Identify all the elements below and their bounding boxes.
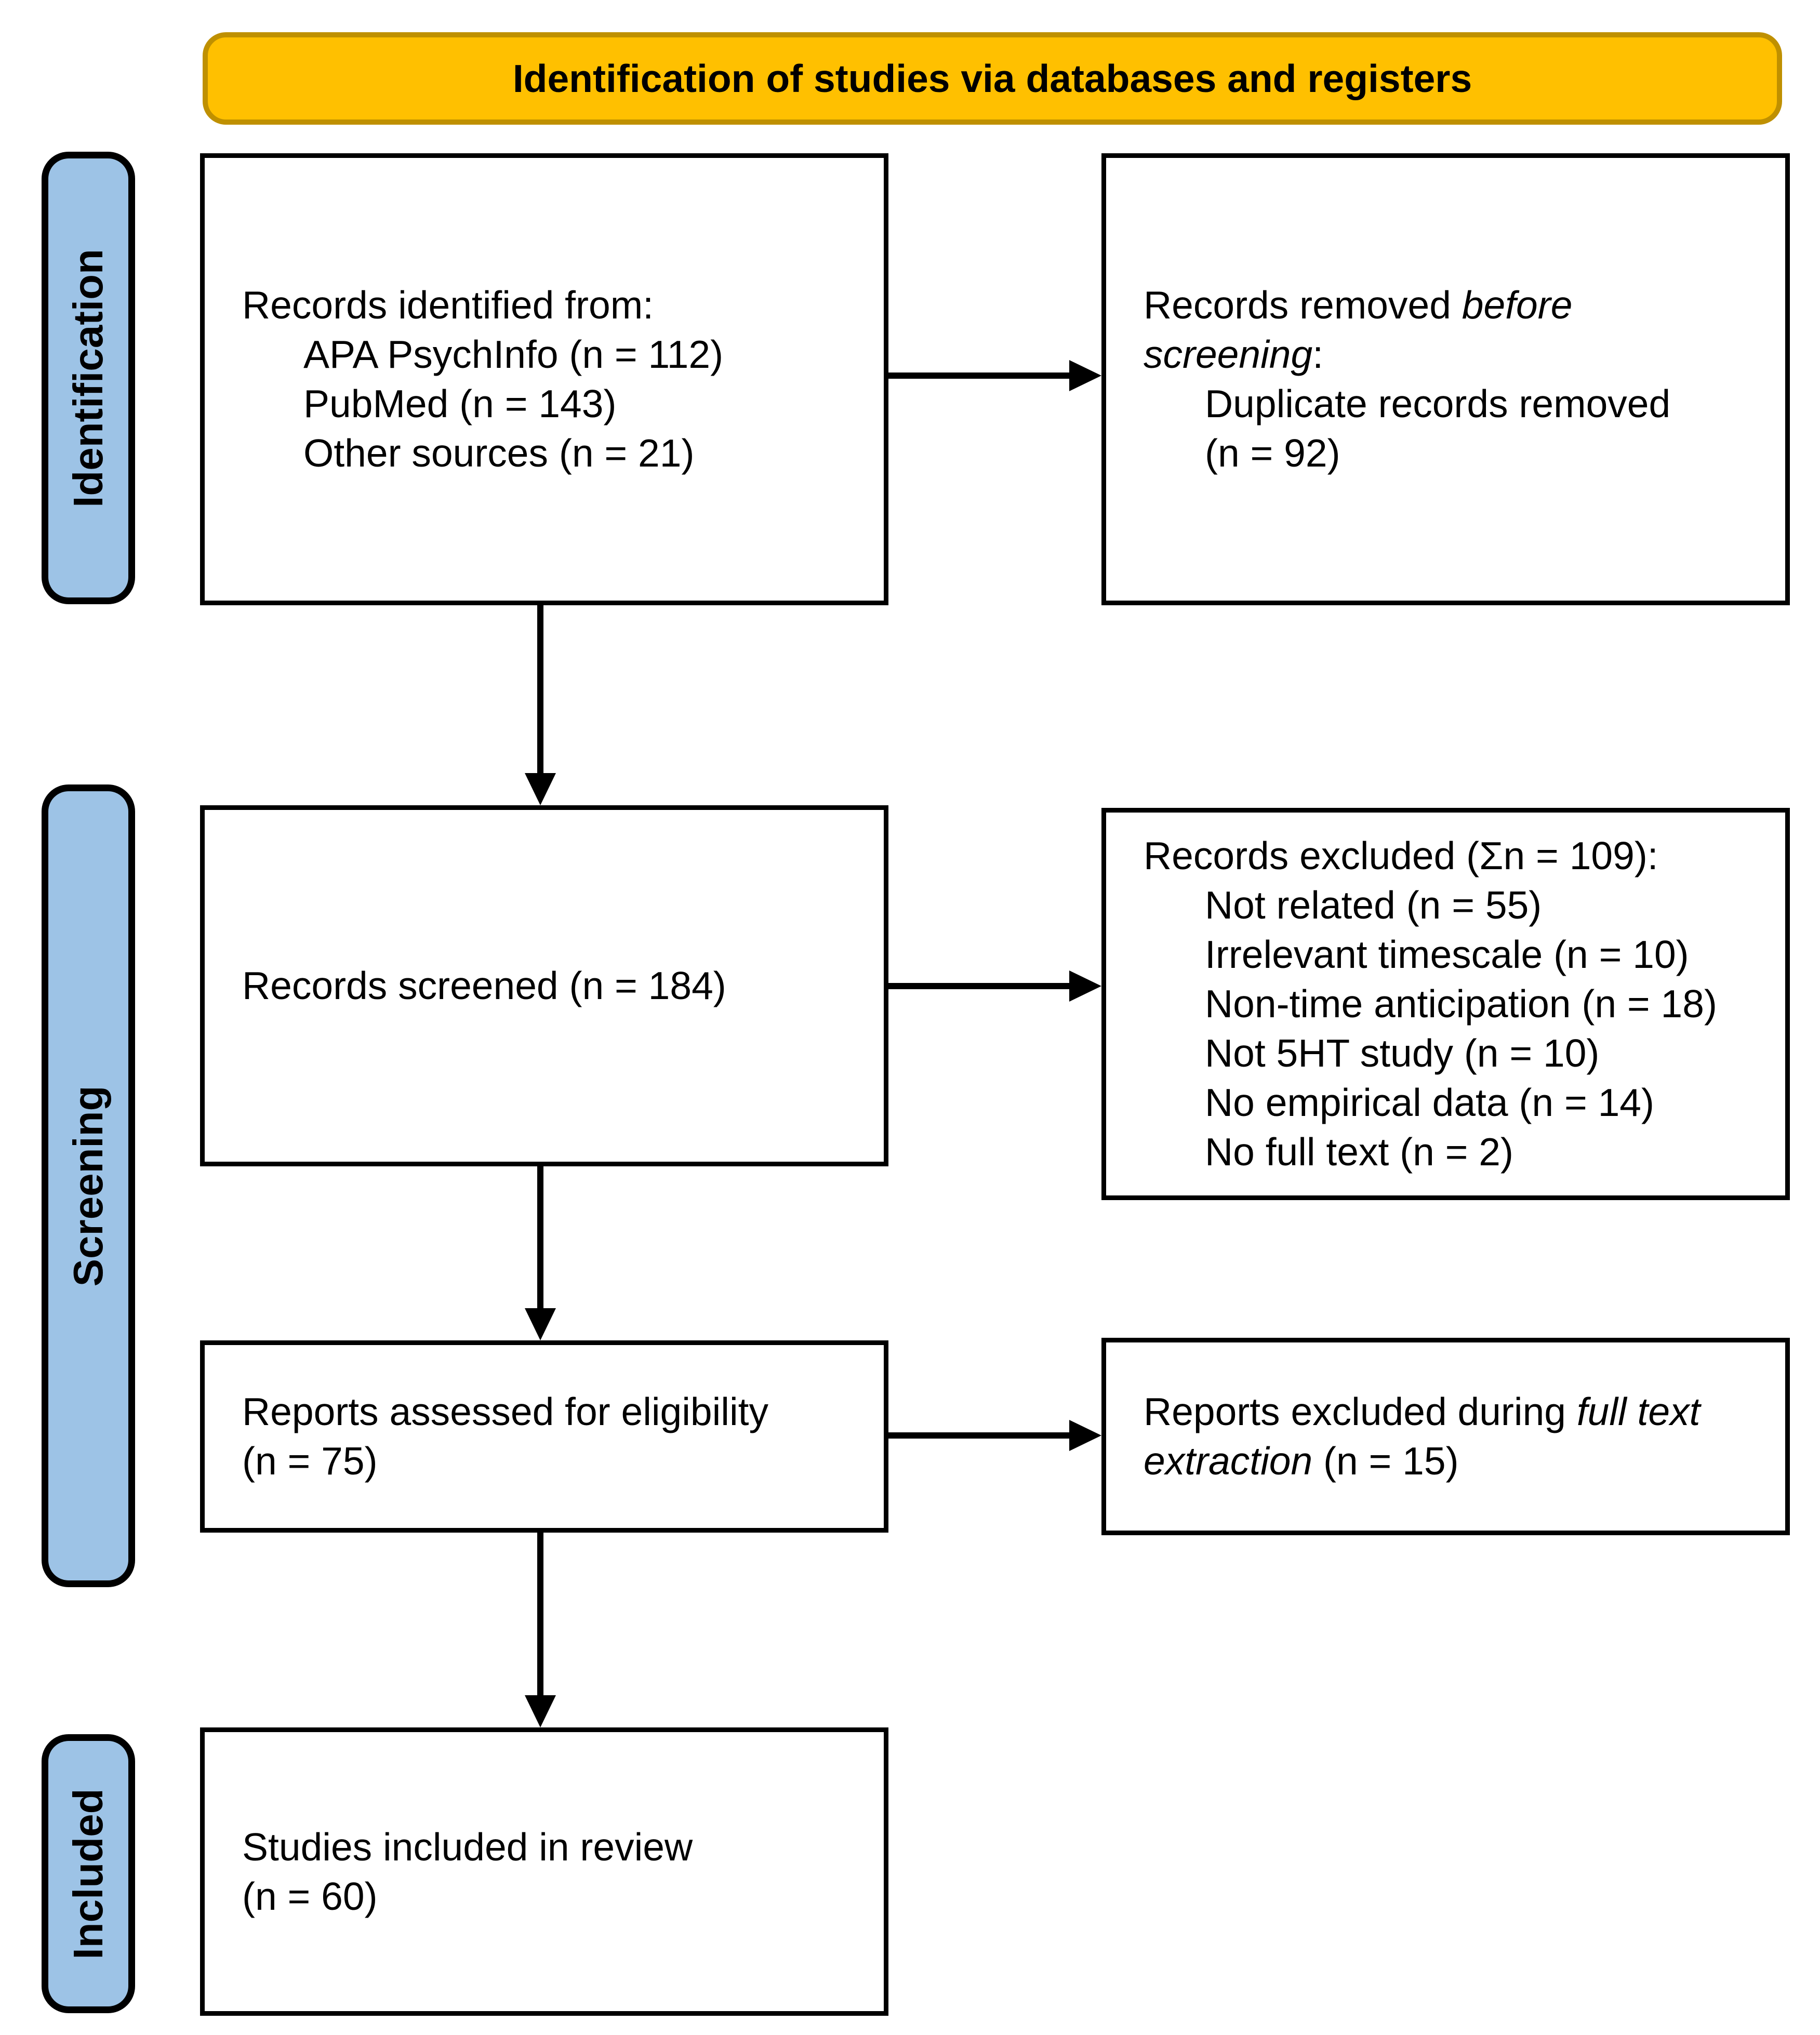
records-removed-item: (n = 92) xyxy=(1205,431,1340,475)
records-screened-text: Records screened (n = 184) xyxy=(242,964,726,1007)
stage-label-screening: Screening xyxy=(42,784,135,1587)
arrow-stem xyxy=(888,1432,1069,1439)
records-removed-heading-line2: screening: xyxy=(1144,330,1780,379)
reports-assessed-line1: Reports assessed for eligibility xyxy=(242,1390,768,1433)
stage-label-identification-text: Identification xyxy=(65,248,111,508)
stage-label-identification: Identification xyxy=(42,152,135,604)
arrowhead-right-icon xyxy=(1069,1420,1101,1451)
reports-excluded-line1: Reports excluded during full text xyxy=(1144,1387,1780,1437)
reports-excluded-text: Reports excluded during xyxy=(1144,1390,1577,1433)
arrow-stem xyxy=(537,605,543,773)
reports-assessed-line2: (n = 75) xyxy=(242,1439,378,1483)
arrow-stem xyxy=(537,1533,543,1695)
records-excluded-item: Irrelevant timescale (n = 10) xyxy=(1205,933,1689,976)
arrow-stem xyxy=(888,373,1069,379)
reports-excluded-italic-text: extraction xyxy=(1144,1439,1313,1483)
header-title: Identification of studies via databases … xyxy=(512,57,1472,100)
records-identified-item: APA PsychInfo (n = 112) xyxy=(303,332,724,376)
records-identified-item: Other sources (n = 21) xyxy=(303,431,695,475)
records-removed-heading-line1: Records removed before xyxy=(1144,281,1780,330)
records-identified-heading: Records identified from: xyxy=(242,283,654,327)
records-excluded-item: No full text (n = 2) xyxy=(1205,1130,1513,1174)
studies-included-line1: Studies included in review xyxy=(242,1825,693,1869)
records-identified-box: Records identified from: APA PsychInfo (… xyxy=(200,153,888,605)
arrowhead-right-icon xyxy=(1069,970,1101,1002)
header-banner: Identification of studies via databases … xyxy=(203,32,1782,125)
studies-included-line2: (n = 60) xyxy=(242,1874,378,1918)
arrowhead-down-icon xyxy=(525,1308,556,1340)
records-excluded-item: Non-time anticipation (n = 18) xyxy=(1205,982,1717,1026)
records-excluded-item: Not related (n = 55) xyxy=(1205,883,1542,927)
arrow-stem xyxy=(888,983,1069,989)
records-excluded-item: No empirical data (n = 14) xyxy=(1205,1081,1654,1124)
records-removed-box: Records removed before screening: Duplic… xyxy=(1101,153,1790,605)
records-excluded-box: Records excluded (Σn = 109): Not related… xyxy=(1101,808,1790,1200)
reports-excluded-box: Reports excluded during full text extrac… xyxy=(1101,1338,1790,1535)
records-removed-text: Records removed xyxy=(1144,283,1462,327)
studies-included-box: Studies included in review (n = 60) xyxy=(200,1727,888,2016)
records-removed-text: : xyxy=(1312,332,1324,376)
arrowhead-down-icon xyxy=(525,1695,556,1727)
arrowhead-right-icon xyxy=(1069,360,1101,391)
records-removed-italic-text: screening xyxy=(1144,332,1313,376)
reports-excluded-italic-text: full text xyxy=(1576,1390,1701,1433)
stage-label-included-text: Included xyxy=(65,1788,111,1959)
reports-assessed-box: Reports assessed for eligibility (n = 75… xyxy=(200,1340,888,1533)
records-excluded-item: Not 5HT study (n = 10) xyxy=(1205,1031,1600,1075)
arrow-stem xyxy=(537,1166,543,1308)
records-removed-item: Duplicate records removed xyxy=(1205,382,1671,425)
records-removed-italic-text: before xyxy=(1462,283,1573,327)
records-excluded-heading: Records excluded (Σn = 109): xyxy=(1144,834,1658,877)
stage-label-screening-text: Screening xyxy=(65,1085,111,1286)
stage-label-included: Included xyxy=(42,1734,135,2013)
records-identified-item: PubMed (n = 143) xyxy=(303,382,617,425)
arrowhead-down-icon xyxy=(525,773,556,805)
records-screened-box: Records screened (n = 184) xyxy=(200,805,888,1166)
reports-excluded-line2: extraction (n = 15) xyxy=(1144,1437,1780,1486)
reports-excluded-text: (n = 15) xyxy=(1312,1439,1459,1483)
